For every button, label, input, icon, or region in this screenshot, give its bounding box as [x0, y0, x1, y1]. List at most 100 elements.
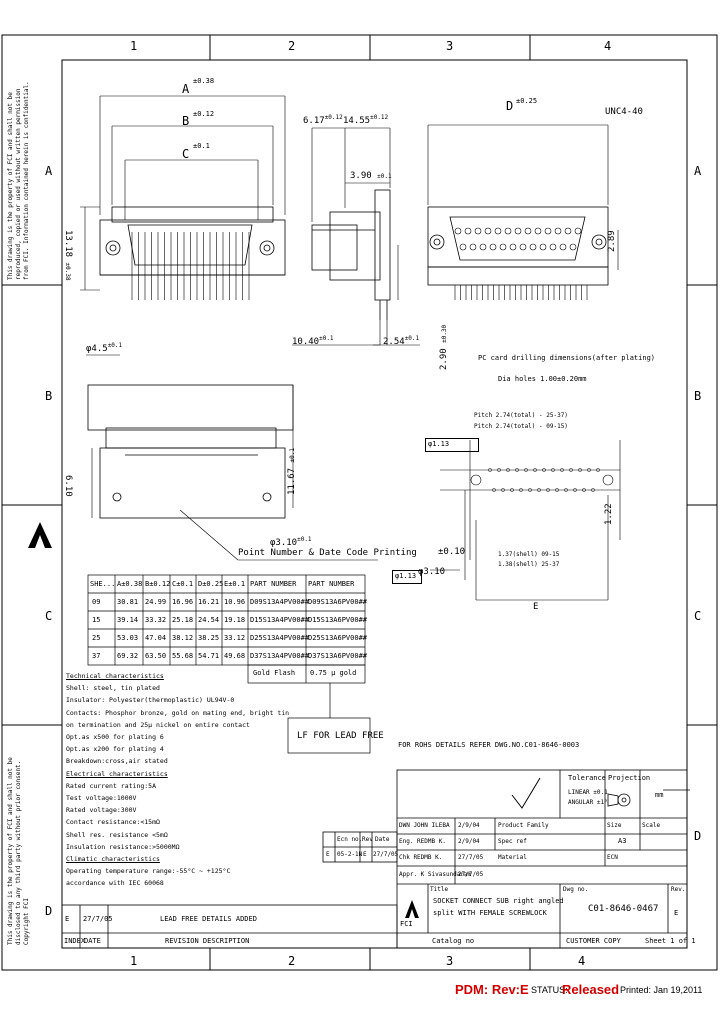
col-label-4: 4 — [604, 39, 612, 53]
specs-block: Technical characteristics Shell: steel, … — [66, 670, 296, 910]
drill-hole — [578, 468, 582, 472]
table-cell: 25.18 — [172, 616, 194, 624]
tb-title-label: Title — [430, 886, 449, 893]
tb-chk: Chk REDMB K. — [399, 854, 443, 861]
drill-hole — [524, 468, 528, 472]
side-view — [311, 189, 391, 320]
rev-h-desc: REVISION DESCRIPTION — [165, 937, 250, 945]
dim-290: 2.90 ±0.30 — [439, 324, 449, 370]
spec-clim-title: Climatic characteristics — [66, 855, 160, 864]
spec-opt4: Opt.as x500 for plating 6 — [66, 733, 164, 742]
contact-hole — [574, 227, 582, 235]
drill-hole — [587, 468, 591, 472]
dim-010: ±0.10 — [438, 547, 466, 557]
drill-hole — [582, 488, 586, 492]
spec-insulator: Insulator: Polyester(thermoplastic) UL94… — [66, 696, 235, 705]
tb-chk-date: 27/7/05 — [458, 854, 484, 861]
th-shell: SHE... — [90, 580, 116, 588]
col-label-1-bottom: 1 — [130, 954, 138, 968]
row-label-d: D — [45, 904, 53, 918]
table-cell: 38.12 — [172, 634, 194, 642]
mating-face-view — [427, 206, 609, 286]
drill-hole — [573, 488, 577, 492]
contact-hole — [479, 243, 487, 251]
tb-material: Material — [498, 854, 527, 861]
drill-hole — [533, 468, 537, 472]
drill-hole — [510, 488, 514, 492]
dim-122: 1.22 — [604, 503, 614, 525]
bottom-view — [87, 384, 294, 519]
spec-shell-r: Shell res. resistance <5mΩ — [66, 830, 168, 839]
fci-logo — [28, 522, 419, 918]
contact-hole — [494, 227, 502, 235]
dim-1455: 14.55±0.12 — [343, 114, 389, 126]
col-label-3-bottom: 3 — [446, 954, 454, 968]
part-table-grid — [87, 574, 371, 754]
note-d113b-box: φ1.13 — [392, 570, 422, 584]
note-dia-holes: Dia holes 1.00±0.20mm — [498, 375, 587, 383]
note-pitch1: Pitch 2.74(total) - 25-37) — [474, 412, 568, 419]
table-cell: 16.96 — [172, 598, 194, 606]
table-cell: D15S13A6PV00## — [308, 616, 368, 624]
tb-sheet: Sheet 1 of 1 — [645, 937, 696, 945]
tb-title1: SOCKET CONNECT SUB right angled — [433, 897, 564, 905]
tb-logo-text: FCI — [400, 920, 413, 928]
table-cell: 37 — [92, 652, 101, 660]
table-cell: 69.32 — [117, 652, 139, 660]
dim-b: B — [182, 114, 190, 128]
contact-hole — [504, 227, 512, 235]
pc-drilling-view — [430, 440, 621, 601]
dim-1318: 13.18 ±0.38 — [63, 230, 73, 281]
spec-shell: Shell: steel, tin plated — [66, 684, 160, 693]
contact-hole — [544, 227, 552, 235]
contact-hole — [534, 227, 542, 235]
spec-test-v: Test voltage:1000V — [66, 794, 137, 803]
spec-contacts: Contacts: Phosphor bronze, gold on matin… — [66, 708, 290, 717]
outer-frame — [1, 34, 718, 971]
note-d113-box: φ1.13 — [425, 438, 479, 452]
part-number-table: SHE... A±0.38 B±0.12 C±0.1 D±0.25 E±0.1 … — [88, 575, 368, 683]
table-cell: 24.54 — [198, 616, 220, 624]
note-137: 1.37(shell) 09-15 — [498, 551, 560, 558]
dim-b-tol: ±0.12 — [193, 110, 215, 118]
table-cell: 53.03 — [117, 634, 139, 642]
table-cell: 16.21 — [198, 598, 220, 606]
row-label-b: B — [45, 389, 53, 403]
note-pc-drilling: PC card drilling dimensions(after platin… — [478, 354, 656, 362]
dim-d-tol: ±0.25 — [516, 97, 538, 105]
drill-hole — [528, 488, 532, 492]
tb-appr: Appr. K Sivasundaram — [399, 871, 472, 878]
row-label-b-right: B — [694, 389, 702, 403]
drill-hole — [488, 468, 492, 472]
spec-contact-r: Contact resistance:<15mΩ — [66, 818, 160, 827]
drill-hole — [492, 488, 496, 492]
row-label-c: C — [45, 609, 53, 623]
rev-h-index: INDEX — [64, 937, 86, 945]
drill-hole — [497, 468, 501, 472]
spec-op-temp: Operating temperature range:-55°C ~ +125… — [66, 867, 231, 876]
row-label-a-right: A — [694, 164, 702, 178]
contact-hole — [469, 243, 477, 251]
spec-opt6: Opt.as x200 for plating 4 — [66, 745, 164, 754]
table-cell: 09 — [92, 598, 101, 606]
ecn-h3: Date — [375, 836, 390, 843]
dim-unc: UNC4-40 — [605, 107, 643, 117]
tb-units: mm — [655, 791, 664, 799]
spec-elec-title: Electrical characteristics — [66, 769, 168, 778]
dim-254: 2.54±0.1 — [383, 335, 420, 347]
dim-1167: 11.67 ±0.1 — [287, 448, 297, 495]
tb-dwn: DWN JOHN ILEBA — [399, 822, 450, 829]
footer: PDM: Rev:E STATUS: Released Printed: Jan… — [0, 978, 720, 1012]
contact-hole — [529, 243, 537, 251]
dim-a: A — [182, 82, 190, 96]
ecn-r1-1: 05-2-1N — [337, 851, 363, 858]
dim-390: 3.90 ±0.1 — [350, 171, 392, 181]
drill-hole — [519, 488, 523, 492]
contact-hole — [564, 227, 572, 235]
col-label-1: 1 — [130, 39, 138, 53]
col-label-3: 3 — [446, 39, 454, 53]
tb-rev-label: Rev. — [671, 886, 686, 893]
tb-eng: Eng. REDMB K. — [399, 838, 446, 845]
drill-hole — [569, 468, 573, 472]
drill-hole — [506, 468, 510, 472]
